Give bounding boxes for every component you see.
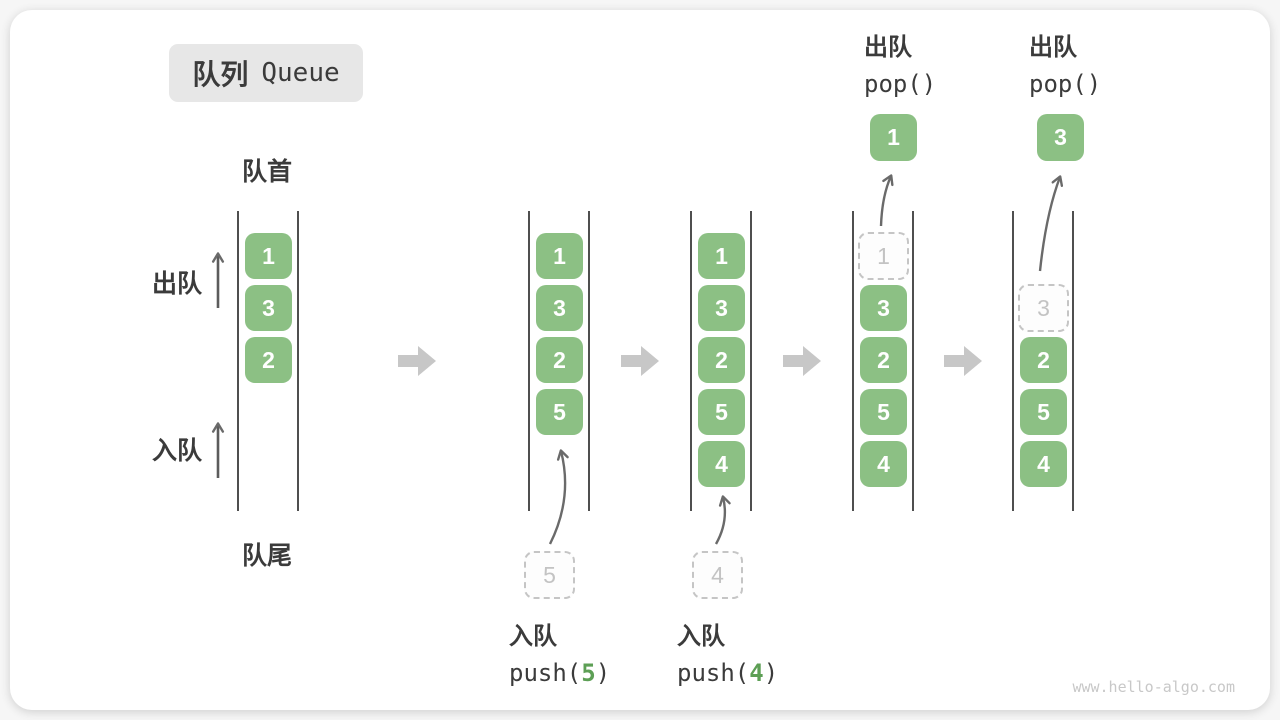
op-code: pop() (864, 70, 937, 98)
queue-item: 2 (1020, 337, 1067, 383)
queue-item: 5 (698, 389, 745, 435)
op-label-push-4: 入队 push(4) (677, 616, 778, 687)
right-block-arrow-icon (398, 346, 436, 376)
queue-item: 5 (1020, 389, 1067, 435)
queue-channel (237, 211, 299, 511)
op-arg: 5 (581, 659, 596, 687)
label-queue-rear: 队尾 (242, 542, 293, 570)
right-block-arrow-icon (944, 346, 982, 376)
title-box: 队列 Queue (169, 44, 363, 102)
ghost-item: 1 (858, 232, 909, 280)
label-enqueue: 入队 (152, 437, 203, 465)
queue-item: 3 (536, 285, 583, 331)
queue-item: 3 (860, 285, 907, 331)
queue-item: 1 (698, 233, 745, 279)
op-action: 出队 (864, 34, 912, 61)
watermark: www.hello-algo.com (1072, 678, 1235, 696)
popped-item: 1 (870, 114, 917, 161)
right-block-arrow-icon (621, 346, 659, 376)
ghost-item: 3 (1018, 284, 1069, 332)
queue-channel (528, 211, 590, 511)
queue-item: 2 (860, 337, 907, 383)
op-action: 出队 (1029, 34, 1077, 61)
queue-item: 1 (245, 233, 292, 279)
queue-item: 1 (536, 233, 583, 279)
queue-item: 2 (536, 337, 583, 383)
queue-item: 4 (1020, 441, 1067, 487)
queue-item: 4 (698, 441, 745, 487)
queue-item: 2 (245, 337, 292, 383)
op-code: pop() (1029, 70, 1102, 98)
popped-item: 3 (1037, 114, 1084, 161)
title-en: Queue (261, 58, 340, 88)
op-action: 入队 (509, 623, 557, 650)
queue-item: 2 (698, 337, 745, 383)
label-queue-front: 队首 (242, 158, 293, 186)
op-code: push(5) (509, 659, 611, 687)
pending-item: 4 (692, 551, 743, 599)
op-label-push-5: 入队 push(5) (509, 616, 610, 687)
queue-item: 3 (698, 285, 745, 331)
queue-item: 3 (245, 285, 292, 331)
queue-channel (690, 211, 752, 511)
queue-channel (1012, 211, 1074, 511)
op-label-pop-3: 出队 pop() (1029, 27, 1101, 98)
right-block-arrow-icon (783, 346, 821, 376)
queue-item: 4 (860, 441, 907, 487)
title-zh: 队列 (192, 59, 249, 90)
queue-channel (852, 211, 914, 511)
op-arg: 4 (749, 659, 764, 687)
pending-item: 5 (524, 551, 575, 599)
op-label-pop-1: 出队 pop() (864, 27, 936, 98)
queue-item: 5 (860, 389, 907, 435)
op-code: push(4) (677, 659, 779, 687)
queue-item: 5 (536, 389, 583, 435)
label-dequeue: 出队 (152, 270, 203, 298)
op-action: 入队 (677, 623, 725, 650)
